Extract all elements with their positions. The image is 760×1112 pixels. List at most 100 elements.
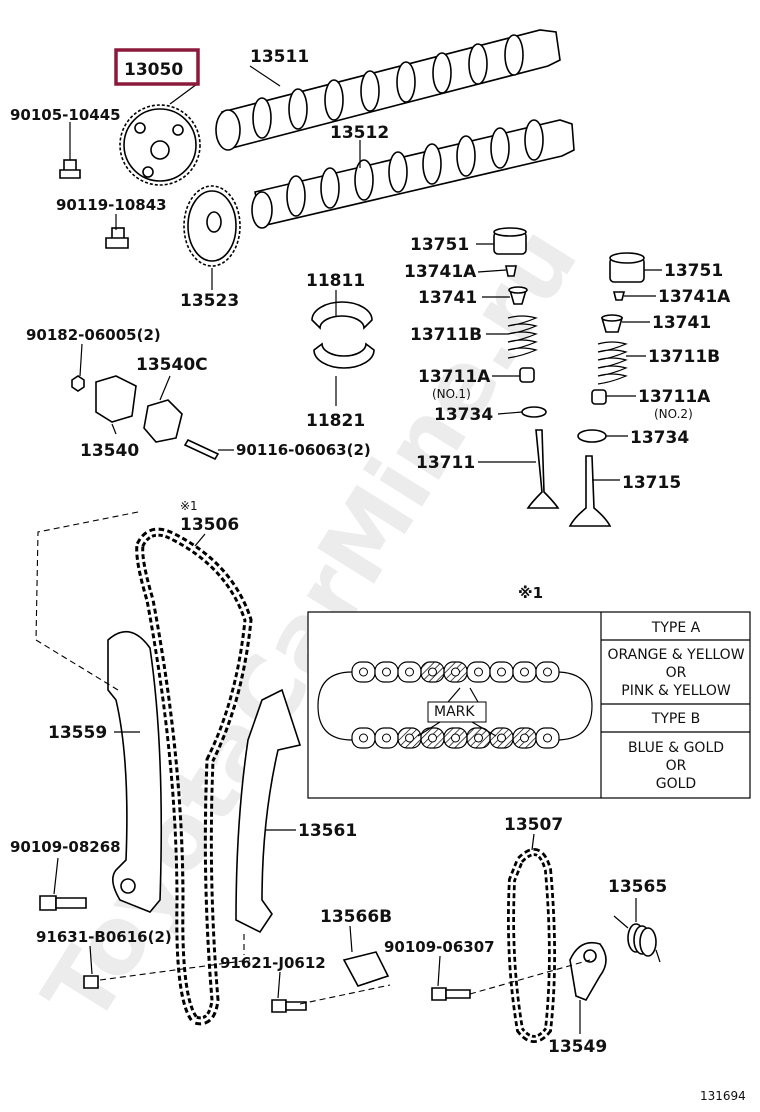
label-13523[interactable]: 13523 bbox=[180, 291, 239, 311]
slipper-13566B[interactable] bbox=[342, 951, 390, 987]
label-90109-06307[interactable]: 90109-06307 bbox=[384, 938, 495, 956]
chain-guide-13559[interactable] bbox=[107, 630, 163, 913]
keeper-13741Aa-icon[interactable] bbox=[505, 265, 517, 277]
seal-13711Aa[interactable] bbox=[519, 367, 535, 383]
valve-13711[interactable] bbox=[526, 429, 560, 509]
label-13751-no1[interactable]: 13751 bbox=[410, 235, 469, 255]
label-13512[interactable]: 13512 bbox=[330, 123, 389, 143]
lifter-13751a[interactable] bbox=[493, 227, 527, 255]
cam-lobe bbox=[456, 135, 476, 177]
cam-lobe bbox=[388, 151, 408, 193]
lifter-13751b[interactable] bbox=[609, 252, 645, 283]
spring-13565[interactable] bbox=[613, 915, 661, 963]
label-11821[interactable]: 11821 bbox=[306, 411, 365, 431]
inset-ref: ※1 bbox=[518, 584, 543, 602]
cam-lobe bbox=[396, 61, 416, 103]
label-13711A-no1[interactable]: 13711A bbox=[418, 367, 491, 387]
retainer-13741b[interactable] bbox=[600, 314, 624, 333]
gasket-13540C[interactable] bbox=[143, 399, 183, 443]
label-13050[interactable]: 13050 bbox=[124, 60, 183, 80]
label-90105-10445[interactable]: 90105-10445 bbox=[10, 106, 121, 124]
label-13561[interactable]: 13561 bbox=[298, 821, 357, 841]
cam-lobe bbox=[360, 70, 380, 112]
cam-lobe bbox=[524, 119, 544, 161]
label-13715[interactable]: 13715 bbox=[622, 473, 681, 493]
sprocket-13523[interactable] bbox=[183, 185, 241, 267]
timing-chain-13506[interactable] bbox=[135, 527, 253, 1026]
cam-lobe bbox=[252, 97, 272, 139]
label-90116-06063[interactable]: 90116-06063(2) bbox=[236, 441, 371, 459]
camshaft-13511[interactable] bbox=[215, 29, 561, 151]
label-13734-no2[interactable]: 13734 bbox=[630, 428, 689, 448]
spring-13711Ba[interactable] bbox=[507, 315, 538, 359]
label-13734-no1[interactable]: 13734 bbox=[434, 405, 493, 425]
chain-guide-13561[interactable] bbox=[235, 688, 302, 934]
mark-label: MARK bbox=[434, 704, 475, 720]
retainer-13741a[interactable] bbox=[508, 286, 528, 305]
bolt-90105-icon[interactable] bbox=[59, 159, 81, 179]
bolt-91621-icon[interactable] bbox=[271, 999, 307, 1013]
chain-mark-inset: MARK bbox=[307, 611, 751, 799]
cam-lobe bbox=[504, 34, 524, 76]
label-13741-no2[interactable]: 13741 bbox=[652, 313, 711, 333]
type-b-label: TYPE B bbox=[651, 711, 700, 727]
bolt-90109-08268-icon[interactable] bbox=[39, 895, 87, 911]
bolt-90109-06307-icon[interactable] bbox=[431, 987, 471, 1001]
cam-lobe bbox=[354, 159, 374, 201]
spring-13711Bb[interactable] bbox=[597, 341, 628, 385]
oil-pump-chain-13507[interactable] bbox=[507, 848, 556, 1043]
label-13559[interactable]: 13559 bbox=[48, 723, 107, 743]
label-13565[interactable]: 13565 bbox=[608, 877, 667, 897]
bolt-91631-icon[interactable] bbox=[83, 975, 99, 989]
label-13711B-no1[interactable]: 13711B bbox=[410, 325, 482, 345]
label-13540[interactable]: 13540 bbox=[80, 441, 139, 461]
label-91631-B0616[interactable]: 91631-B0616(2) bbox=[36, 928, 172, 946]
bearing-11811[interactable] bbox=[311, 301, 373, 330]
label-13741-no1[interactable]: 13741 bbox=[418, 288, 477, 308]
label-13540C[interactable]: 13540C bbox=[136, 355, 208, 375]
chain-pin bbox=[382, 733, 391, 743]
seal-13711Ab[interactable] bbox=[591, 389, 607, 405]
camshaft-13512[interactable] bbox=[251, 119, 575, 229]
label-11811[interactable]: 11811 bbox=[306, 271, 365, 291]
washer-13734b[interactable] bbox=[577, 429, 607, 443]
label-90119-10843[interactable]: 90119-10843 bbox=[56, 196, 167, 214]
type-b-colors-line2: OR bbox=[666, 758, 687, 774]
chain-pin bbox=[451, 733, 460, 743]
vvt-gear-13050[interactable] bbox=[119, 104, 201, 186]
nut-90182-icon[interactable] bbox=[71, 375, 85, 392]
chain-pin bbox=[451, 667, 460, 677]
cam-lobe bbox=[490, 127, 510, 169]
cam-lobe bbox=[320, 167, 340, 209]
label-13566B[interactable]: 13566B bbox=[320, 907, 392, 927]
label-13741A-no2[interactable]: 13741A bbox=[658, 287, 731, 307]
label-13741A-no1[interactable]: 13741A bbox=[404, 262, 477, 282]
valve-13715[interactable] bbox=[568, 455, 612, 527]
label-90109-08268[interactable]: 90109-08268 bbox=[10, 838, 121, 856]
label-13506[interactable]: 13506 bbox=[180, 515, 239, 535]
chain-pin bbox=[520, 733, 529, 743]
keeper-13741Ab-icon[interactable] bbox=[612, 291, 626, 301]
label-13507[interactable]: 13507 bbox=[504, 815, 563, 835]
cam-lobe bbox=[468, 43, 488, 85]
chain-pin bbox=[382, 667, 391, 677]
label-13511[interactable]: 13511 bbox=[250, 47, 309, 67]
label-13711A-no2[interactable]: 13711A bbox=[638, 387, 711, 407]
label-91621-J0612[interactable]: 91621-J0612 bbox=[220, 954, 326, 972]
bolt-90119-icon[interactable] bbox=[105, 227, 129, 249]
label-13751-no2[interactable]: 13751 bbox=[664, 261, 723, 281]
stud-90116-icon[interactable] bbox=[183, 438, 220, 461]
bearing-11821[interactable] bbox=[313, 342, 375, 369]
label-13549[interactable]: 13549 bbox=[548, 1037, 607, 1057]
chain-pin bbox=[474, 667, 483, 677]
label-13711B-no2[interactable]: 13711B bbox=[648, 347, 720, 367]
chain-pin bbox=[474, 733, 483, 743]
chain-pin bbox=[520, 667, 529, 677]
washer-13734a[interactable] bbox=[521, 406, 547, 418]
label-90182-06005[interactable]: 90182-06005(2) bbox=[26, 326, 161, 344]
label-13711[interactable]: 13711 bbox=[416, 453, 475, 473]
tensioner-13540[interactable] bbox=[95, 375, 137, 423]
type-a-colors-line3: PINK & YELLOW bbox=[621, 683, 731, 699]
tensioner-arm-13549[interactable] bbox=[569, 941, 607, 1001]
